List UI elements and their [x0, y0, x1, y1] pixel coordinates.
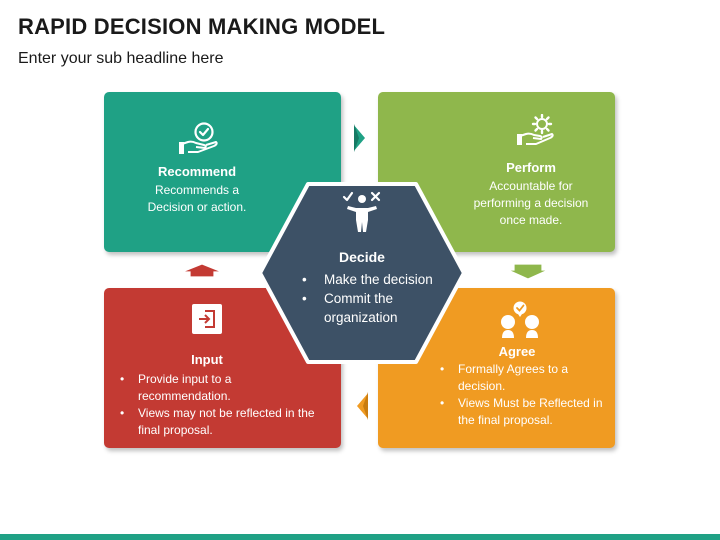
perform-heading: Perform [506, 160, 556, 175]
agree-bullets: Formally Agrees to a decision. Views Mus… [434, 361, 614, 429]
recommend-text-line: Recommends a [154, 183, 240, 197]
arrow-left-icon [355, 389, 369, 423]
list-item: Views may not be reflected in the final … [114, 405, 319, 439]
perform-text-line: performing a decision [473, 196, 589, 210]
recommend-heading: Recommend [157, 164, 237, 179]
input-box: Input Provide input to a recommendation.… [104, 288, 341, 448]
decide-bullets: Make the decision Commit the organizatio… [288, 270, 448, 327]
slide-subtitle: Enter your sub headline here [18, 50, 224, 67]
arrow-down-icon [507, 263, 549, 280]
hand-check-icon [179, 122, 218, 154]
input-heading: Input [191, 352, 223, 367]
agreeing-people-icon [501, 301, 539, 338]
hand-gear-icon [517, 114, 554, 145]
agree-heading: Agree [498, 344, 536, 359]
list-item: Provide input to a recommendation. [114, 371, 319, 405]
perform-text-line: Accountable for [489, 179, 573, 193]
recommend-box: Recommend Recommends a Decision or actio… [104, 92, 341, 252]
list-item: Formally Agrees to a decision. [434, 361, 614, 395]
slide-title: RAPID DECISION MAKING MODEL [18, 14, 386, 39]
recommend-text-line: Decision or action. [147, 200, 247, 214]
decide-content: Decide Make the decision Commit the orga… [258, 182, 466, 364]
arrow-right-icon [353, 121, 367, 155]
sign-in-icon [192, 304, 222, 334]
arrow-up-icon [181, 263, 223, 278]
list-item: Views Must be Reflected in the final pro… [434, 395, 614, 429]
bottom-accent-bar [0, 534, 720, 540]
input-bullets: Provide input to a recommendation. Views… [114, 371, 319, 439]
perform-text-line: once made. [499, 213, 563, 227]
list-item: Commit the organization [288, 289, 448, 327]
perform-text: Accountable for performing a decision on… [456, 178, 606, 229]
recommend-text: Recommends a Decision or action. [122, 182, 272, 216]
decision-person-icon [342, 191, 381, 232]
list-item: Make the decision [288, 270, 448, 289]
decide-heading: Decide [339, 249, 385, 265]
